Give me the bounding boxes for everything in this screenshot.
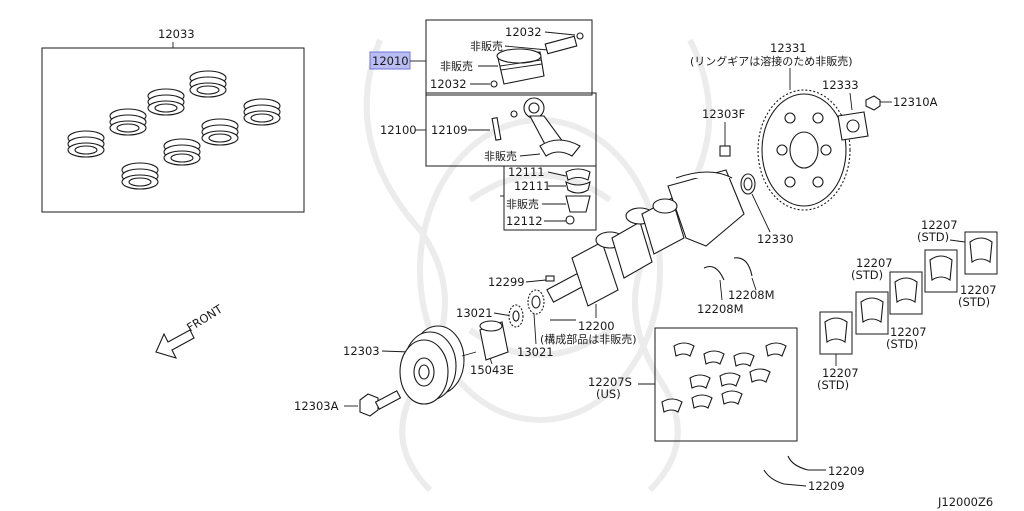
bearing-shell-icon xyxy=(565,168,591,181)
piston-ring-icon xyxy=(67,70,281,190)
part-number-12207-4[interactable]: 12207 xyxy=(890,325,927,339)
part-number-12100[interactable]: 12100 xyxy=(380,123,417,137)
highlight-12010 xyxy=(369,51,411,70)
flywheel-group[interactable]: 12331 (リングギアは溶接のため非販売) 12333 12310A xyxy=(690,41,938,211)
part-number-12310A[interactable]: 12310A xyxy=(893,95,938,109)
bolt-icon xyxy=(865,95,881,111)
crank-pulley-icon xyxy=(399,325,465,405)
part-number-12207-5[interactable]: 12207 xyxy=(822,366,859,380)
woodruff-key-icon xyxy=(545,275,555,282)
bearing-shell-icon xyxy=(969,237,993,263)
diagram-id: J12000Z6 xyxy=(937,495,993,509)
us-size-label: (US) xyxy=(596,387,621,401)
thrust-half-washer-icon xyxy=(763,469,785,485)
bearing-cap-icon xyxy=(565,195,591,213)
main-bearing-shells-icon xyxy=(661,342,787,413)
std-label-3: (STD) xyxy=(851,268,883,282)
std-label-5: (STD) xyxy=(817,378,849,392)
std-label-1: (STD) xyxy=(917,230,949,244)
part-number-12207-2[interactable]: 12207 xyxy=(960,283,997,297)
part-number-12303F[interactable]: 12303F xyxy=(702,107,745,121)
part-number-15043E[interactable]: 15043E xyxy=(470,363,514,377)
not-sold-label-4: 非販売 xyxy=(506,198,539,211)
part-number-12209-b[interactable]: 12209 xyxy=(808,479,845,493)
part-number-12109[interactable]: 12109 xyxy=(431,123,468,137)
thrust-half-washer-icon xyxy=(787,455,809,471)
part-number-12111-a[interactable]: 12111 xyxy=(508,165,545,179)
part-number-12207-1[interactable]: 12207 xyxy=(921,218,958,232)
bearing-shell-icon xyxy=(894,277,918,303)
conrod-bearing-group[interactable]: 12111 12111 非販売 12112 xyxy=(500,165,597,231)
thrust-washer-icon xyxy=(733,257,753,277)
rear-oil-seal-group[interactable]: 12330 xyxy=(740,173,794,246)
part-number-12010[interactable]: 12010 xyxy=(372,54,409,68)
part-number-12330[interactable]: 12330 xyxy=(757,232,794,246)
bearing-box xyxy=(503,165,597,231)
std-bearing-group[interactable]: 12207 (STD) 12207 (STD) 12207 (STD) 1220… xyxy=(817,218,998,392)
part-12200-note: (構成部品は非販売) xyxy=(540,332,637,346)
crankshaft-icon xyxy=(546,169,745,307)
part-number-12208M-b[interactable]: 12208M xyxy=(697,302,744,316)
front-label: FRONT xyxy=(184,301,226,334)
piston-icon xyxy=(490,32,584,88)
part-number-12333[interactable]: 12333 xyxy=(822,78,859,92)
part-number-12112[interactable]: 12112 xyxy=(506,214,543,228)
spacer-group[interactable]: 15043E xyxy=(470,320,514,377)
front-arrow-icon xyxy=(155,329,195,359)
part-12331-note: (リングギアは溶接のため非販売) xyxy=(690,54,853,68)
pilot-bushing-icon xyxy=(719,145,731,157)
part-number-13021-a[interactable]: 13021 xyxy=(456,306,493,320)
std-label-4: (STD) xyxy=(886,337,918,351)
std-label-2: (STD) xyxy=(958,295,990,309)
part-number-12207S[interactable]: 12207S xyxy=(588,375,632,389)
part-number-12200[interactable]: 12200 xyxy=(578,319,615,333)
pulley-bolt-group[interactable]: 12303A xyxy=(294,390,402,417)
thrust-bearing-12209-group[interactable]: 12209 12209 xyxy=(763,455,865,493)
pilot-bushing-group[interactable]: 12303F xyxy=(702,107,745,157)
bearing-shell-icon xyxy=(565,180,591,194)
not-sold-label-1: 非販売 xyxy=(470,40,503,53)
part-number-12303[interactable]: 12303 xyxy=(343,344,380,358)
part-number-12209-a[interactable]: 12209 xyxy=(828,464,865,478)
ring-set-box xyxy=(41,47,305,213)
part-number-12207-3[interactable]: 12207 xyxy=(856,256,893,270)
part-number-13021-b[interactable]: 13021 xyxy=(517,345,554,359)
pulley-group[interactable]: 12303 xyxy=(343,325,477,405)
crankshaft-group[interactable]: 12200 (構成部品は非販売) xyxy=(540,169,745,346)
key-group[interactable]: 12299 xyxy=(488,275,555,289)
part-number-12033[interactable]: 12033 xyxy=(158,27,195,41)
part-number-12303A[interactable]: 12303A xyxy=(294,399,339,413)
bearing-shell-icon xyxy=(824,317,848,343)
piston-group[interactable]: 12010 12032 非販売 非販売 12032 xyxy=(369,19,593,96)
part-number-12111-b[interactable]: 12111 xyxy=(514,179,551,193)
bearing-shell-icon xyxy=(929,255,953,281)
piston-box xyxy=(425,19,593,96)
part-number-12299[interactable]: 12299 xyxy=(488,275,525,289)
nut-icon xyxy=(565,215,575,225)
front-direction-indicator: FRONT xyxy=(155,301,226,359)
pulley-bolt-icon xyxy=(359,390,402,417)
piston-ring-set-group[interactable]: 12033 xyxy=(41,27,305,213)
thrust-washer-icon xyxy=(703,265,725,281)
part-number-12331[interactable]: 12331 xyxy=(770,41,807,55)
not-sold-label-3: 非販売 xyxy=(484,150,517,163)
undersize-bearing-group[interactable]: 12207S (US) xyxy=(588,327,798,442)
part-number-12208M-a[interactable]: 12208M xyxy=(728,288,775,302)
part-number-12032-upper[interactable]: 12032 xyxy=(505,25,542,39)
connecting-rod-icon xyxy=(491,97,581,157)
part-number-12032-lower[interactable]: 12032 xyxy=(430,77,467,91)
sprocket-group[interactable]: 13021 13021 xyxy=(456,289,554,359)
flywheel-icon xyxy=(757,89,851,211)
not-sold-label-2: 非販売 xyxy=(440,60,473,73)
thrust-washer-group[interactable]: 12208M 12208M xyxy=(697,257,775,316)
us-bearing-box xyxy=(654,327,798,442)
connecting-rod-group[interactable]: 12100 12109 非販売 xyxy=(380,92,597,167)
bearing-shell-icon xyxy=(860,297,884,323)
